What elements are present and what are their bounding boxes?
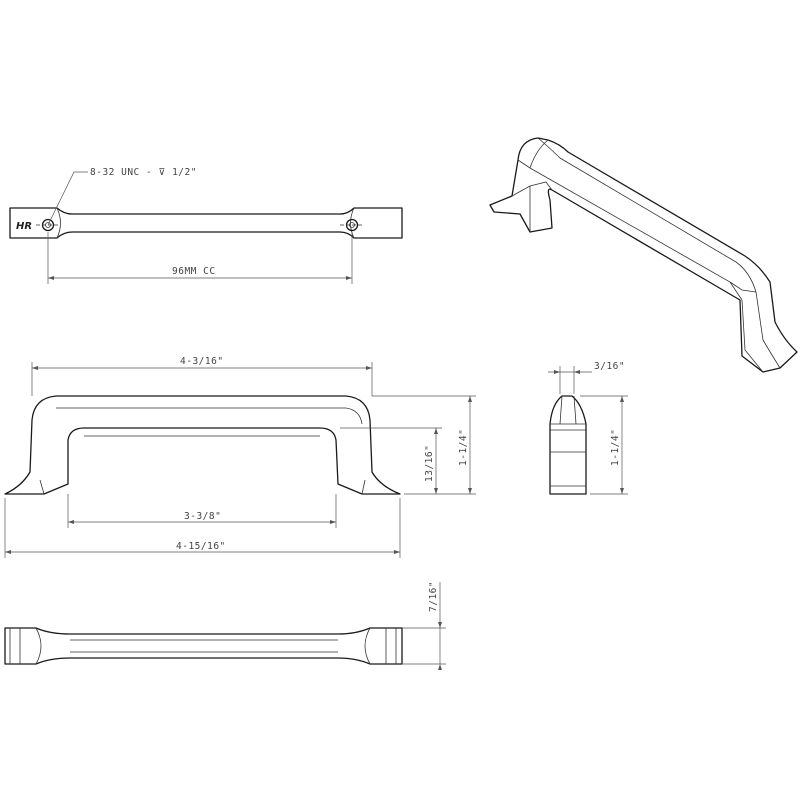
dim-inner-height: 13/16" (424, 445, 435, 482)
dim-96mm-cc: 96MM CC (172, 266, 216, 277)
dim-inner-span: 3-3/8" (184, 511, 221, 522)
dim-overall-length: 4-15/16" (176, 541, 226, 552)
brand-logo: HR (16, 221, 32, 232)
dim-overall-height-side: 1-1/4" (610, 429, 621, 466)
top-view: HR 8-32 UNC - ⊽ 1/2" 96MM CC (9, 167, 403, 284)
dim-side-width: 3/16" (594, 361, 625, 372)
side-view: 3/16" 1-1/4" (548, 361, 628, 495)
front-view: 4-3/16" 3-3/8" 4-15/16" 13/16" 1-1/4" (4, 356, 476, 558)
dim-overall-height-front: 1-1/4" (458, 429, 469, 466)
hole-spec-callout: 8-32 UNC - ⊽ 1/2" (90, 167, 197, 178)
dim-bottom-depth: 7/16" (428, 581, 439, 612)
bottom-view: 7/16" (4, 581, 446, 670)
isometric-view (489, 137, 798, 373)
dim-top-width: 4-3/16" (180, 356, 224, 367)
